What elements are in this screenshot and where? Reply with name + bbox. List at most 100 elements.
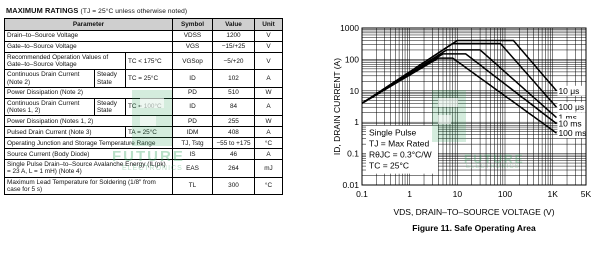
- row-value: −15/+25: [212, 41, 255, 53]
- table-row: Recommended Operation Values of Gate–to–…: [4, 51, 283, 71]
- row-condition: TC < 175°C: [125, 53, 172, 70]
- row-symbol: ID: [172, 69, 213, 88]
- header-parameter: Parameter: [4, 18, 173, 31]
- table-row: Continuous Drain Current (Note 2) Steady …: [4, 69, 283, 88]
- row-condition: TC = 100°C: [125, 98, 172, 116]
- row-state: Steady State: [94, 70, 125, 87]
- row-symbol: TJ, Tstg: [172, 137, 213, 150]
- row-unit: A: [254, 69, 283, 88]
- curve-label-bg: [557, 118, 586, 129]
- curve-label: 10 μs: [558, 86, 579, 96]
- x-tick-label: 1K: [547, 189, 558, 199]
- table-row: Continuous Drain Current (Notes 1, 2) Ste…: [4, 97, 283, 117]
- row-parameter-cell: Continuous Drain Current (Note 2) Steady …: [4, 69, 173, 88]
- row-value: 102: [212, 69, 255, 88]
- row-parameter: Maximum Lead Temperature for Soldering (…: [7, 178, 156, 193]
- row-parameter-cell: Power Dissipation (Note 2): [4, 86, 173, 99]
- row-symbol: PD: [172, 86, 213, 99]
- row-unit: A: [254, 126, 283, 139]
- curve-label-bg: [557, 112, 586, 123]
- row-parameter-cell: Drain–to–Source Voltage: [4, 30, 173, 42]
- curve-label-bg: [557, 128, 586, 139]
- row-parameter-cell: Single Pulse Drain–to–Source Avalanche E…: [4, 159, 173, 178]
- row-parameter: Operating Junction and Storage Temperatu…: [7, 139, 156, 147]
- table-row: Maximum Lead Temperature for Soldering (…: [4, 176, 283, 196]
- row-parameter-cell: Pulsed Drain Current (Note 3)TA = 25°C: [4, 126, 173, 139]
- row-parameter: Power Dissipation (Notes 1, 2): [7, 117, 94, 125]
- row-value: 300: [212, 176, 255, 196]
- header-symbol: Symbol: [172, 18, 213, 31]
- curve-label-bg: [557, 85, 586, 96]
- y-tick-label: 0.1: [347, 149, 359, 159]
- row-state: Steady State: [94, 98, 125, 116]
- row-value: 84: [212, 97, 255, 117]
- chart-annotation: TC = 25°C: [369, 161, 409, 171]
- row-unit: A: [254, 148, 283, 161]
- y-tick-label: 1000: [340, 23, 359, 33]
- soa-curve: [361, 57, 557, 134]
- table-header-row: Parameter Symbol Value Unit: [4, 18, 283, 31]
- y-tick-label: 0.01: [342, 180, 359, 190]
- chart-annotation: TJ = Max Rated: [369, 139, 430, 149]
- table-title: MAXIMUM RATINGS (TJ = 25°C unless otherw…: [6, 6, 286, 15]
- row-unit: W: [254, 115, 283, 128]
- row-value: 1200: [212, 30, 255, 42]
- row-parameter-cell: Continuous Drain Current (Notes 1, 2) Ste…: [4, 97, 173, 117]
- row-parameter: Continuous Drain Current (Notes 1, 2): [7, 99, 80, 115]
- row-parameter: Power Dissipation (Note 2): [7, 89, 84, 97]
- curve-label-bg: [557, 102, 586, 113]
- row-parameter: Continuous Drain Current (Note 2): [7, 71, 80, 86]
- table-title-text: MAXIMUM RATINGS: [6, 6, 79, 15]
- row-condition: TC = 25°C: [125, 70, 172, 87]
- row-parameter: Pulsed Drain Current (Note 3): [7, 128, 92, 136]
- row-value: 264: [212, 159, 255, 178]
- curve-label: 100 μs: [558, 102, 584, 112]
- row-symbol: PD: [172, 115, 213, 128]
- annotation-box: [366, 125, 438, 174]
- row-unit: °C: [254, 137, 283, 150]
- row-parameter-cell: Power Dissipation (Notes 1, 2): [4, 115, 173, 128]
- maximum-ratings-table: Parameter Symbol Value Unit Drain–to–Sou…: [4, 18, 283, 196]
- row-value: 408: [212, 126, 255, 139]
- curve-label: 100 ms: [558, 128, 586, 138]
- chart-annotation: RθJC = 0.3°C/W: [369, 150, 432, 160]
- x-tick-label: 5K: [581, 189, 592, 199]
- table-row: Single Pulse Drain–to–Source Avalanche E…: [4, 159, 283, 178]
- row-parameter-cell: Maximum Lead Temperature for Soldering (…: [4, 176, 173, 196]
- row-parameter-cell: Gate–to–Source Voltage: [4, 41, 173, 53]
- y-tick-label: 1: [354, 117, 359, 127]
- row-parameter: Source Current (Body Diode): [7, 150, 90, 158]
- y-tick-label: 100: [345, 54, 359, 64]
- row-parameter: Single Pulse Drain–to–Source Avalanche E…: [7, 161, 166, 176]
- row-symbol: IDM: [172, 126, 213, 139]
- y-axis-label: ID, DRAIN CURRENT (A): [332, 58, 342, 155]
- x-tick-label: 10: [453, 189, 463, 199]
- row-unit: °C: [254, 176, 283, 196]
- soa-curve: [361, 42, 558, 108]
- curve-label: 1 ms: [558, 113, 576, 123]
- row-parameter-cell: Operating Junction and Storage Temperatu…: [4, 137, 173, 150]
- row-unit: V: [254, 41, 283, 53]
- x-axis-label: VDS, DRAIN–TO–SOURCE VOLTAGE (V): [393, 207, 554, 217]
- row-value: 46: [212, 148, 255, 161]
- row-symbol: IS: [172, 148, 213, 161]
- row-unit: mJ: [254, 159, 283, 178]
- row-symbol: VGS: [172, 41, 213, 53]
- curve-label: 10 ms: [558, 119, 581, 129]
- x-tick-label: 0.1: [356, 189, 368, 199]
- row-parameter: Recommended Operation Values of Gate–to–…: [7, 54, 109, 69]
- x-tick-label: 1: [407, 189, 412, 199]
- row-value: 255: [212, 115, 255, 128]
- row-unit: V: [254, 30, 283, 42]
- x-tick-label: 100: [498, 189, 512, 199]
- row-parameter-cell: Source Current (Body Diode): [4, 148, 173, 161]
- row-symbol: ID: [172, 97, 213, 117]
